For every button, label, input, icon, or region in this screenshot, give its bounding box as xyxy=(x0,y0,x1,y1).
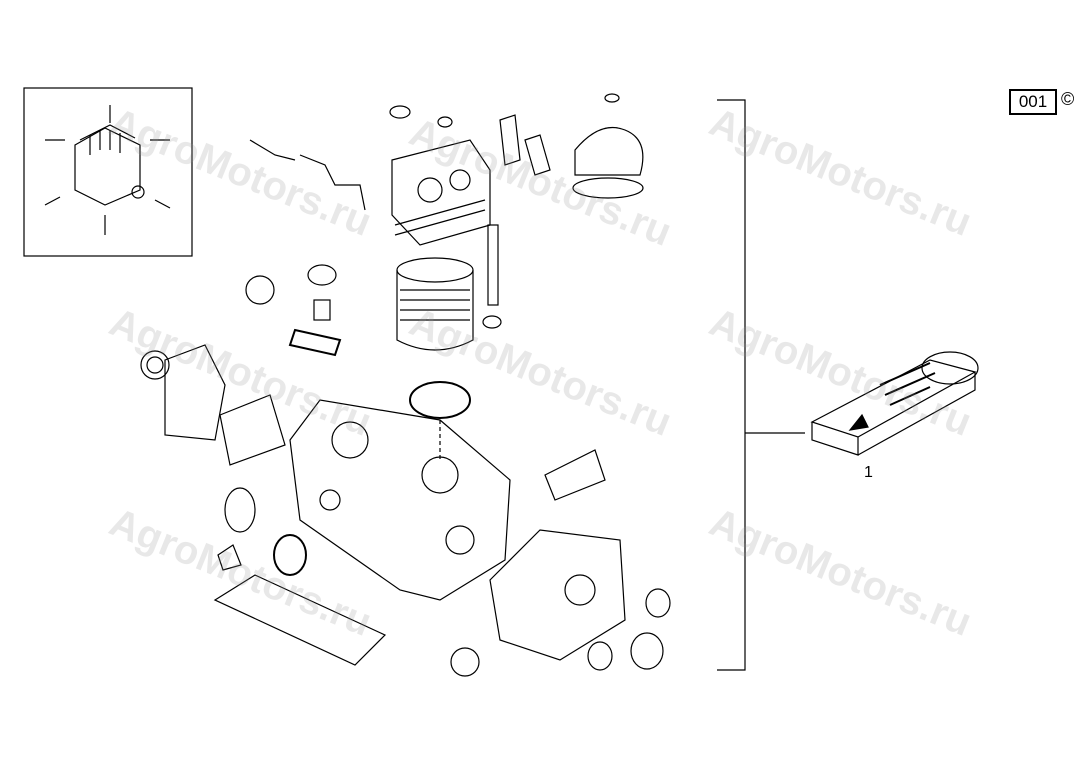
piston-parts xyxy=(245,224,502,357)
rocker-cover xyxy=(572,93,644,199)
crankcase xyxy=(289,399,511,601)
inset-engine-view xyxy=(23,87,193,257)
seals-and-covers xyxy=(140,344,606,666)
cylinder-liner xyxy=(396,257,474,460)
timing-housing xyxy=(450,529,671,677)
callout-ref-1: 1 xyxy=(864,464,873,481)
copyright-icon: © xyxy=(1061,89,1075,109)
page-badge: 001 xyxy=(1009,89,1057,115)
gaskets-small xyxy=(499,114,551,176)
injector-pipe xyxy=(249,139,366,211)
kit-bracket xyxy=(717,99,805,671)
gasket-kit-box xyxy=(810,351,979,456)
